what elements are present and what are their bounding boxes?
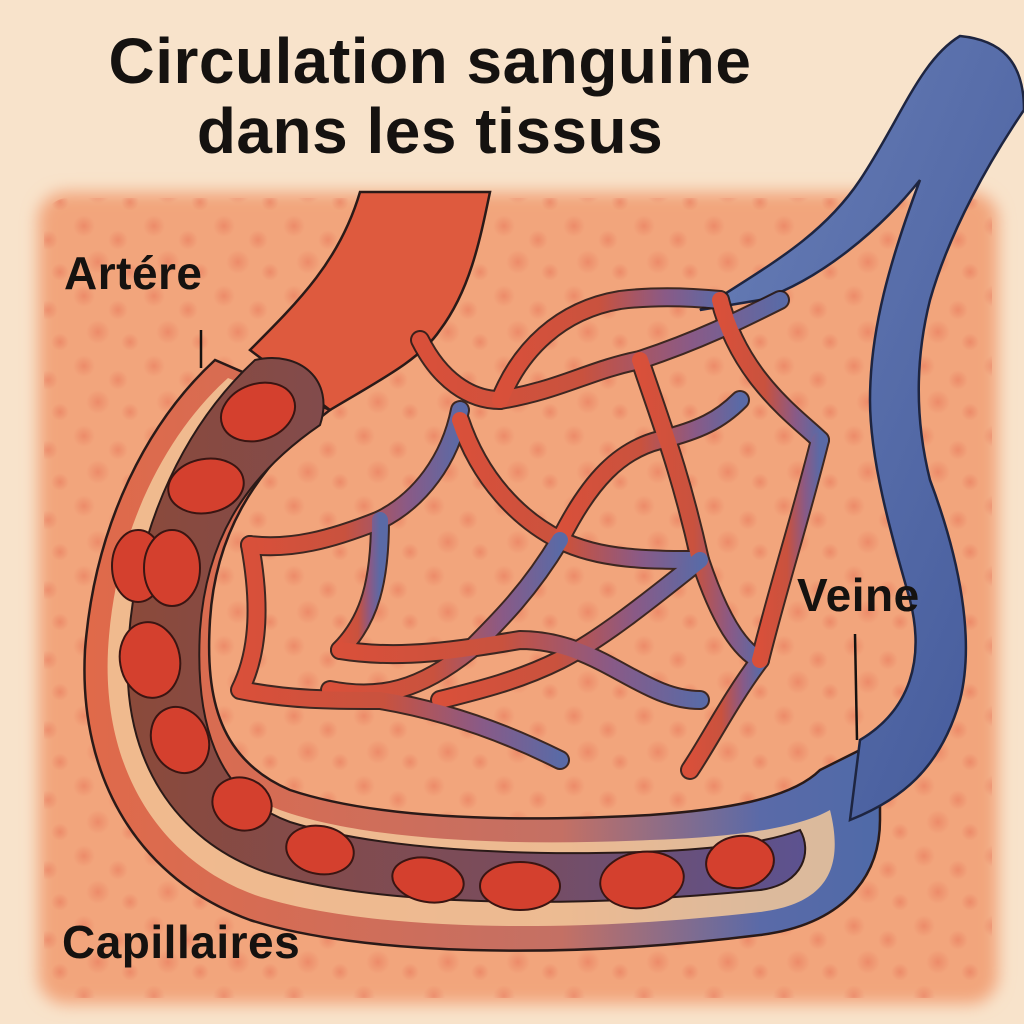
artery-label: Artére	[64, 247, 203, 299]
capillaries-label: Capillaires	[62, 916, 301, 968]
title-line-1: Circulation sanguine	[108, 25, 752, 97]
diagram-title: Circulation sanguine dans les tissus	[0, 26, 860, 166]
vein-leader-line	[853, 633, 859, 741]
artery	[248, 190, 492, 412]
leader-lines	[199, 330, 859, 741]
vein-label: Veine	[797, 569, 920, 621]
capillary-network	[230, 287, 830, 780]
red-blood-cells	[111, 381, 775, 911]
title-line-2: dans les tissus	[196, 95, 664, 167]
